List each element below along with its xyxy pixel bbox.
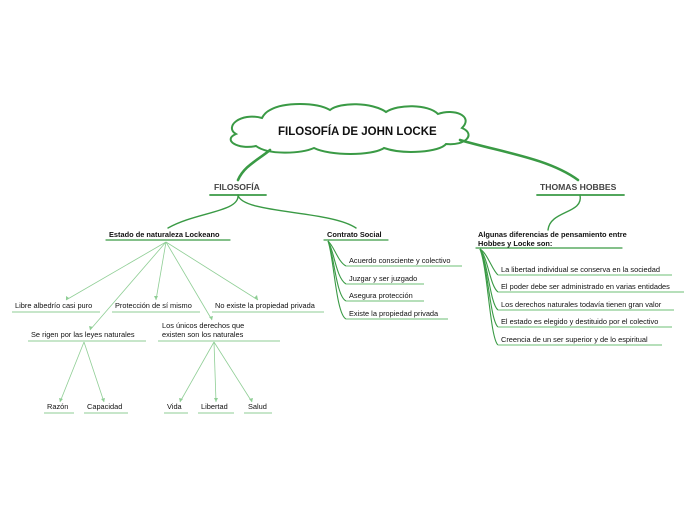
item-razon: Razón (47, 402, 69, 411)
branch-root-filosofia (236, 148, 272, 182)
arrowhead (89, 326, 93, 330)
item-ser-superior: Creencia de un ser superior y de lo espi… (501, 335, 648, 344)
item-libertad-individual: La libertad individual se conserva en la… (501, 265, 660, 274)
arrowhead (209, 316, 213, 320)
node-thomas-hobbes: THOMAS HOBBES (540, 182, 617, 192)
link-estado-derechos (165, 241, 213, 321)
item-derechos-valor: Los derechos naturales todavía tienen gr… (501, 300, 662, 309)
link-derechos-salud (213, 341, 253, 403)
link-estado-propiedad (165, 241, 259, 301)
arrowhead (66, 296, 69, 300)
link-diferencias-item (479, 248, 499, 346)
item-leyes-naturales: Se rigen por las leyes naturales (31, 330, 135, 339)
item-libre-albedrio: Libre albedrío casi puro (15, 301, 93, 310)
item-no-propiedad: No existe la propiedad privada (215, 301, 315, 310)
node-diferencias: Algunas diferencias de pensamiento entre… (478, 230, 627, 248)
item-poder-administrado: El poder debe ser administrado en varias… (501, 282, 670, 291)
link-estado-leyes (89, 241, 167, 331)
item-libertad: Libertad (201, 402, 228, 411)
item-existe-propiedad: Existe la propiedad privada (349, 309, 439, 318)
arrowhead (179, 398, 183, 402)
link-estado-proteccion (155, 241, 167, 301)
link-leyes-capacidad (83, 341, 105, 403)
link-contrato-item (327, 240, 347, 285)
node-estado-naturaleza: Estado de naturaleza Lockeano (109, 230, 220, 239)
item-vida: Vida (167, 402, 182, 411)
arrowhead (101, 398, 105, 402)
arrowhead (214, 398, 218, 402)
branch-root-hobbes (458, 138, 580, 182)
link-derechos-libertad (213, 341, 217, 403)
branch-filosofia-estado (167, 194, 239, 229)
node-contrato-social: Contrato Social (327, 230, 382, 239)
node-filosofia: FILOSOFÍA (214, 182, 260, 192)
link-diferencias-item (479, 248, 499, 276)
branch-filosofia-contrato (237, 194, 357, 229)
link-estado-albedrio (65, 241, 167, 301)
item-proteccion: Protección de sí mismo (115, 301, 192, 310)
arrowhead (254, 295, 258, 300)
item-juzgar: Juzgar y ser juzgado (349, 274, 418, 283)
link-leyes-razon (59, 341, 85, 403)
item-estado-elegido: El estado es elegido y destituido por el… (501, 317, 659, 326)
item-asegura: Asegura protección (349, 291, 413, 300)
arrowhead (249, 398, 253, 402)
arrowhead (59, 398, 63, 402)
arrowhead (154, 296, 158, 300)
item-derechos-naturales: Los únicos derechos que existen son los … (162, 321, 245, 339)
root-title: FILOSOFÍA DE JOHN LOCKE (278, 126, 437, 138)
link-contrato-item (327, 240, 347, 320)
branch-hobbes-diferencias (547, 194, 581, 231)
item-salud: Salud (248, 402, 267, 411)
link-derechos-vida (179, 341, 215, 403)
item-capacidad: Capacidad (87, 402, 123, 411)
item-acuerdo: Acuerdo consciente y colectivo (349, 256, 451, 265)
